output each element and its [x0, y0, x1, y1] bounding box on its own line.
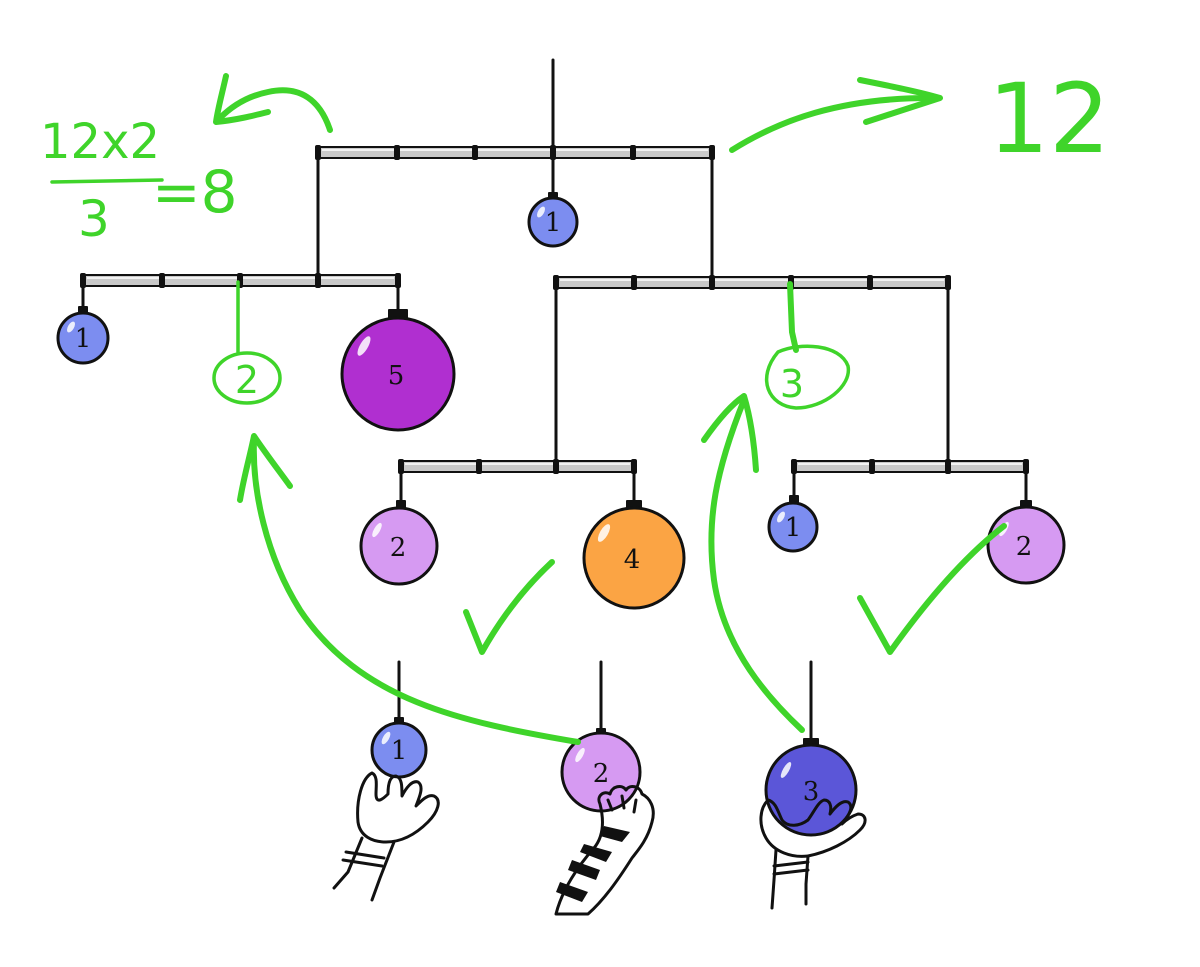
arrow-held-2-to-left: [250, 437, 581, 745]
fraction-numerator: 12x2: [40, 114, 160, 170]
held-ornament-3: 3: [764, 738, 858, 837]
ornament-left-1-label: 1: [75, 324, 92, 354]
bar-top: [315, 145, 715, 160]
ornament-left-5-label: 5: [388, 361, 405, 391]
ornament-center-4: 4: [582, 500, 686, 610]
arrow-held-3-to-right: [708, 397, 805, 733]
total-weight: 12: [988, 63, 1110, 175]
arrow-curl-left: [217, 87, 333, 133]
hand-left-icon: [332, 771, 440, 902]
held-ornament-2: 2: [560, 728, 642, 813]
ornament-top: 1: [527, 192, 579, 248]
held-ornament-1: 1: [370, 717, 428, 779]
green-annotations: 2 3 12x2 3 =8 12: [40, 63, 1110, 745]
check-icon-center: [463, 559, 555, 655]
ornament-right-1-label: 1: [785, 513, 802, 543]
held-ornament-3-label: 3: [803, 777, 820, 807]
ornament-right-2-label: 2: [1016, 532, 1033, 562]
cat-paw-icon: [554, 785, 655, 916]
hand-right-icon: [759, 798, 867, 910]
bar-right-sub: [791, 459, 1029, 474]
ornament-left-5: 5: [340, 309, 456, 432]
bar-left: [80, 273, 401, 288]
missing-weight-left: 2: [235, 358, 259, 402]
ornament-center-4-label: 4: [624, 545, 641, 575]
fraction-denominator: 3: [78, 190, 110, 248]
arrow-to-total: [729, 95, 933, 153]
ornament-center-2-label: 2: [390, 533, 407, 563]
ornament-center-2: 2: [359, 500, 439, 586]
ornament-right-1: 1: [767, 495, 819, 553]
held-ornament-1-label: 1: [391, 736, 408, 766]
missing-weight-right: 3: [780, 362, 804, 406]
ornament-right-2: 2: [986, 500, 1066, 585]
ornament-left-1: 1: [56, 306, 110, 365]
ornament-top-label: 1: [545, 208, 562, 238]
held-ornament-2-label: 2: [593, 759, 610, 789]
check-icon-right: [857, 523, 1007, 655]
bar-right: [553, 275, 951, 290]
bar-center-sub: [398, 459, 637, 474]
fraction-result: =8: [152, 158, 238, 226]
